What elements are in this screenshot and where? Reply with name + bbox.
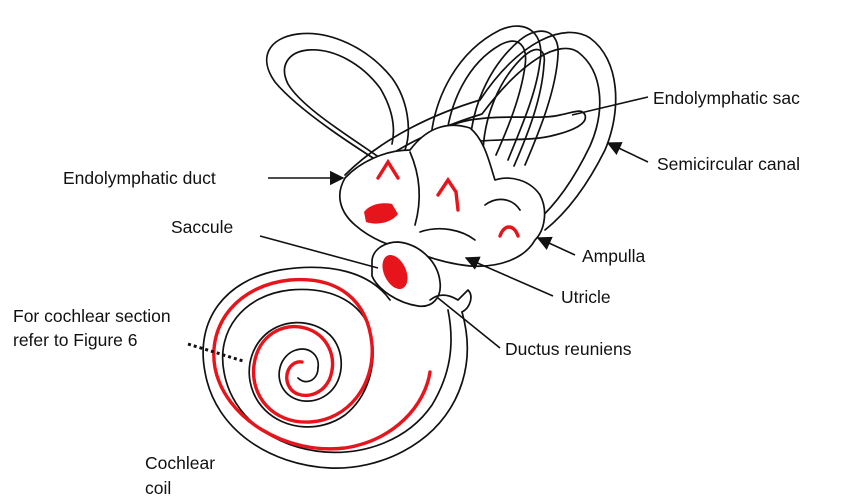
- label-cochlear-section-2: refer to Figure 6: [13, 330, 138, 350]
- label-cochlear-coil-1: Cochlear: [145, 453, 215, 473]
- label-saccule: Saccule: [171, 217, 233, 237]
- label-cochlear-section-1: For cochlear section: [13, 306, 171, 326]
- common-crus-loop-inner: [483, 50, 544, 166]
- label-ductus-reuniens: Ductus reuniens: [505, 339, 632, 359]
- label-endolymphatic-sac: Endolymphatic sac: [653, 88, 800, 108]
- ampulla-arrow: [538, 238, 575, 255]
- label-semicircular-canal: Semicircular canal: [657, 154, 800, 174]
- utricle-arrow: [466, 258, 553, 296]
- posterior-canal-inner: [285, 50, 394, 158]
- label-utricle: Utricle: [561, 287, 611, 307]
- label-cochlear-coil-2: coil: [145, 478, 171, 498]
- cochlear-duct-spiral: [214, 280, 430, 449]
- saccule-leader: [260, 236, 378, 268]
- endolymphatic-sac-leader: [572, 97, 648, 115]
- semicircular-canal-arrow: [608, 143, 648, 162]
- label-ampulla: Ampulla: [582, 246, 645, 266]
- label-endolymphatic-duct: Endolymphatic duct: [63, 168, 216, 188]
- cochlea-apex: [298, 368, 318, 382]
